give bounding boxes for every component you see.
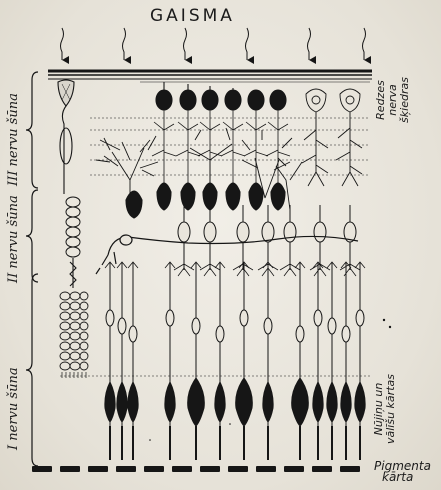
rod-inner-segment: [313, 382, 323, 422]
cone-inner-segment: [292, 378, 309, 426]
ganglion-soma: [156, 90, 172, 110]
pigment-cell: [60, 466, 80, 472]
rods-cones-label: Nūjiņu un vālīšu kārtas: [373, 364, 397, 454]
bipolar-soma: [204, 222, 216, 242]
ganglion-lower-soma: [226, 183, 240, 210]
ganglion-dendrite: [221, 110, 245, 190]
pigment-cell: [172, 466, 192, 472]
receptor-nucleus: [106, 310, 114, 326]
pigment-cell: [88, 466, 108, 472]
bipolar-soma: [314, 222, 326, 242]
pigment-cell: [116, 466, 136, 472]
photoreceptors: [105, 262, 365, 460]
layer-second-label: II nervu šūna: [6, 195, 21, 283]
ganglion-dendrite: [198, 110, 222, 190]
pigment-cell: [256, 466, 276, 472]
receptor-nucleus: [166, 310, 174, 326]
ganglion-lower-soma: [271, 183, 285, 210]
ganglion-soma: [270, 90, 286, 110]
receptor-nucleus: [118, 318, 126, 334]
rod-inner-segment: [341, 382, 351, 422]
optic-fiber-layer: [48, 71, 372, 82]
ganglion-lower-soma: [181, 183, 195, 210]
bipolar-soma: [262, 222, 274, 242]
receptor-nucleus: [192, 318, 200, 334]
ganglion-lower-soma: [126, 191, 142, 218]
pigment-cell: [32, 466, 52, 472]
light-arrows: [61, 28, 366, 60]
muller-cell: [58, 80, 88, 378]
optic-label-line3: šķiedras: [399, 60, 411, 140]
ganglion-dendrite: [244, 110, 268, 190]
light-label: GAISMA: [150, 6, 235, 26]
rod-inner-segment: [128, 382, 138, 422]
receptor-nucleus: [240, 310, 248, 326]
ganglion-lower-soma: [157, 183, 171, 210]
pigment-cell: [200, 466, 220, 472]
rod-inner-segment: [355, 382, 365, 422]
receptor-nucleus: [216, 326, 224, 342]
receptor-nucleus: [342, 326, 350, 342]
ganglion-dendrite: [152, 110, 176, 190]
ganglion-dendrite: [176, 110, 200, 190]
rod-inner-segment: [215, 382, 225, 422]
receptor-nucleus: [129, 326, 137, 342]
ganglion-lower-soma: [249, 183, 263, 210]
ganglion-soma: [202, 90, 218, 110]
optic-fiber-label: Redzes nerva šķiedras: [375, 60, 411, 140]
pigment-label: Pigmenta kārta: [374, 461, 431, 483]
pigment-label-line2: kārta: [374, 472, 431, 483]
pigment-cell: [340, 466, 360, 472]
layer-first-label: I nervu šūna: [6, 367, 21, 450]
ganglion-dendrite: [266, 110, 290, 190]
pigment-layer: [32, 466, 360, 472]
ganglion-soma: [180, 90, 196, 110]
cone-inner-segment: [236, 378, 253, 426]
receptor-nucleus: [328, 318, 336, 334]
receptor-nucleus: [314, 310, 322, 326]
ganglion-soma: [225, 90, 241, 110]
rod-inner-segment: [105, 382, 115, 422]
bipolar-soma: [237, 222, 249, 242]
rod-inner-segment: [263, 382, 273, 422]
layer-braces: [26, 72, 38, 466]
pigment-cell: [144, 466, 164, 472]
layer-third-label: III nervu šūna: [6, 93, 21, 186]
pigment-cell: [312, 466, 332, 472]
right-glial-cells: [276, 89, 362, 210]
pigment-cell: [284, 466, 304, 472]
rod-inner-segment: [117, 382, 127, 422]
rods-label-line2: vālīšu kārtas: [385, 364, 397, 454]
ganglion-soma: [248, 90, 264, 110]
rod-inner-segment: [165, 382, 175, 422]
receptor-nucleus: [356, 310, 364, 326]
receptor-nucleus: [264, 318, 272, 334]
bipolar-soma: [178, 222, 190, 242]
rod-inner-segment: [327, 382, 337, 422]
texture-dots: [149, 319, 391, 441]
receptor-nucleus: [296, 326, 304, 342]
cone-inner-segment: [188, 378, 205, 426]
bipolar-soma: [284, 222, 296, 242]
pigment-cell: [228, 466, 248, 472]
